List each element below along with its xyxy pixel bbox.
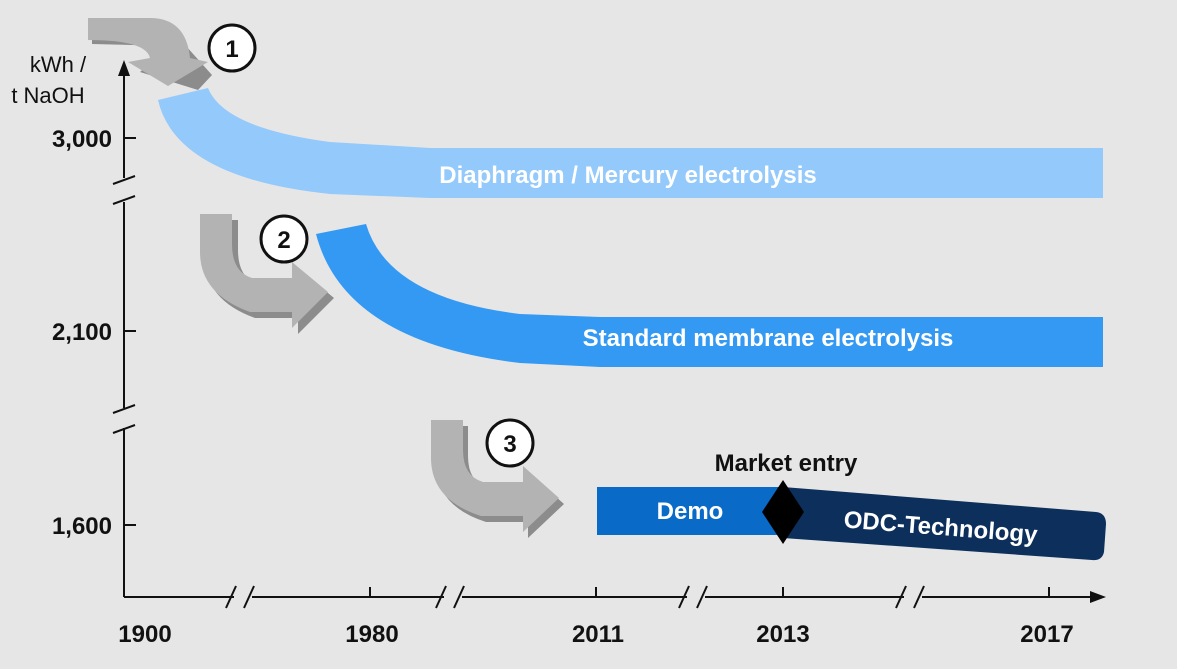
y-axis-break-upper	[112, 175, 136, 205]
demo-band-label: Demo	[657, 498, 724, 525]
y-tick-label-2100: 2,100	[52, 319, 112, 346]
x-axis: 1900 1980 2011 2013 2017	[118, 585, 1106, 648]
y-axis-break-lower	[112, 404, 136, 434]
y-axis-unit-line1: kWh /	[30, 52, 87, 77]
membrane-band-shape	[316, 224, 1103, 367]
y-axis-arrowhead	[118, 60, 130, 76]
x-tick-label-1980: 1980	[345, 621, 398, 648]
diaphragm-band-shape	[158, 88, 1103, 198]
step-arrow-body	[200, 214, 328, 328]
y-tick-label-1600: 1,600	[52, 513, 112, 540]
step-circle	[485, 418, 535, 468]
step-number: 3	[503, 431, 516, 458]
y-tick-label-3000: 3,000	[52, 126, 112, 153]
x-axis-arrowhead	[1090, 591, 1106, 603]
step-arrow-body	[88, 18, 208, 86]
x-axis-break-4	[895, 585, 925, 609]
x-tick-label-2011: 2011	[572, 621, 624, 648]
standard-membrane-band: Standard membrane electrolysis	[316, 224, 1103, 367]
y-axis: kWh / t NaOH 3,000 2,100 1,600	[11, 52, 136, 597]
milestone-diamond-icon	[762, 480, 804, 544]
step-arrow-2	[200, 214, 334, 334]
market-entry-milestone: Market entry	[715, 450, 858, 544]
x-axis-break-3	[678, 585, 708, 609]
x-tick-label-2017: 2017	[1020, 621, 1073, 648]
step-number: 2	[277, 227, 290, 254]
step-arrow-body	[431, 420, 559, 532]
odc-band-shape	[783, 487, 1106, 561]
step-number: 1	[225, 36, 238, 63]
step-marker-1: 1	[207, 23, 257, 73]
membrane-band-label: Standard membrane electrolysis	[583, 325, 954, 352]
step-circle	[207, 23, 257, 73]
step-circle	[259, 214, 309, 264]
step-arrow-3	[431, 420, 564, 538]
step-arrow-1	[88, 18, 212, 90]
diaphragm-mercury-band: Diaphragm / Mercury electrolysis	[158, 88, 1103, 198]
x-axis-break-1	[225, 585, 255, 609]
odc-technology-band: ODC-Technology	[783, 487, 1106, 561]
step-marker-2: 2	[259, 214, 309, 264]
x-axis-break-2	[435, 585, 465, 609]
demo-band: Demo	[597, 487, 787, 535]
x-tick-label-2013: 2013	[756, 621, 809, 648]
y-axis-unit-line2: t NaOH	[11, 83, 84, 108]
step-marker-3: 3	[485, 418, 535, 468]
demo-band-shape	[597, 487, 787, 535]
x-tick-label-1900: 1900	[118, 621, 171, 648]
market-entry-label: Market entry	[715, 450, 858, 477]
diaphragm-band-label: Diaphragm / Mercury electrolysis	[439, 162, 816, 189]
